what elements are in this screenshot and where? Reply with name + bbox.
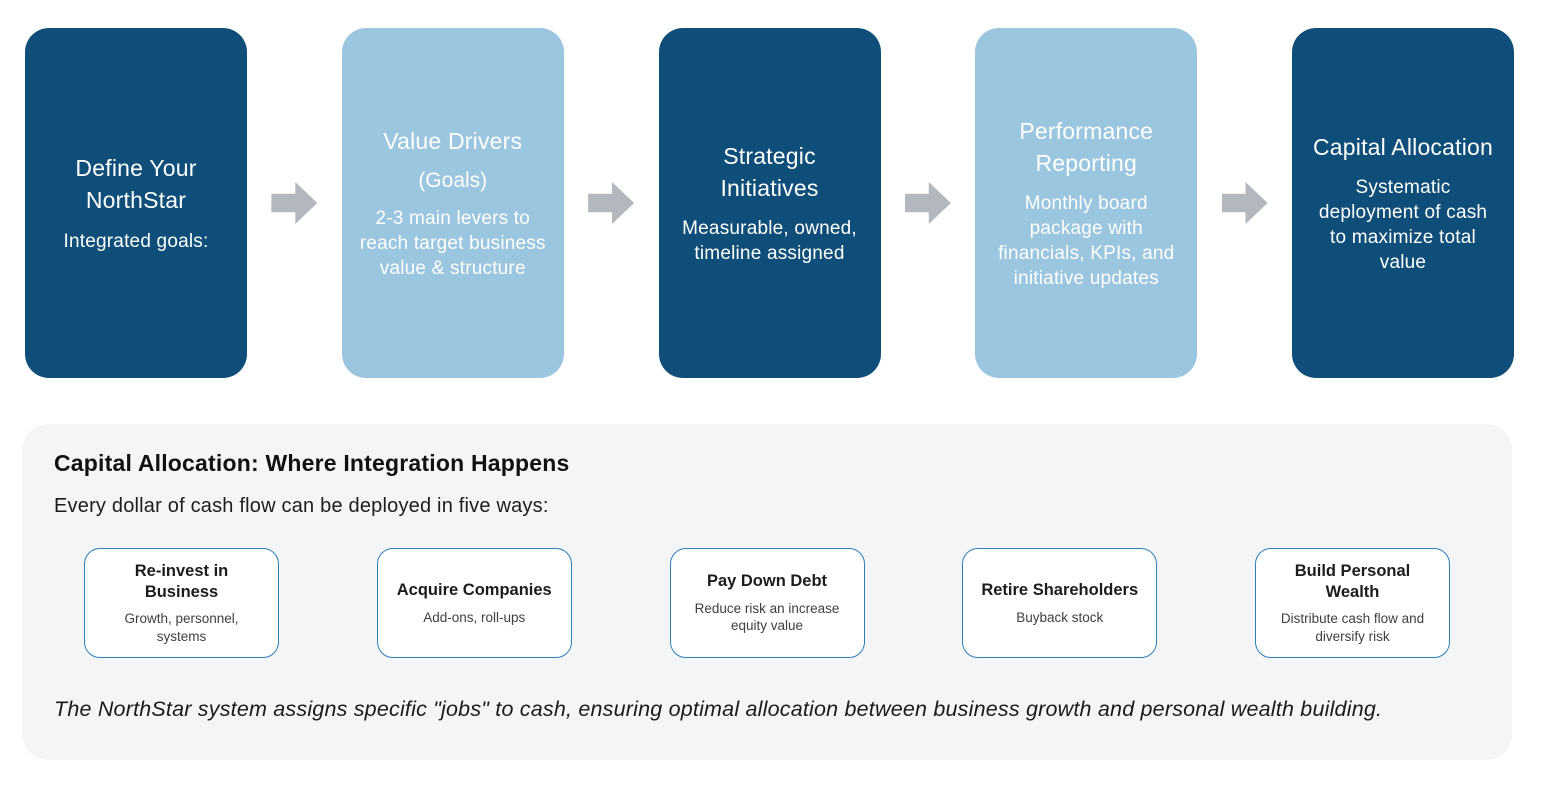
arrow-right-icon — [1221, 182, 1268, 224]
arrow-cell — [564, 182, 659, 224]
flow-step-title: Performance Reporting — [1019, 117, 1154, 176]
arrow-cell — [247, 182, 342, 224]
flow-step-subtitle: (Goals) — [418, 168, 488, 192]
northstar-flow: Define Your NorthStar Integrated goals: … — [0, 0, 1550, 378]
capital-allocation-panel: Capital Allocation: Where Integration Ha… — [22, 424, 1512, 760]
flow-step-value-drivers: Value Drivers (Goals) 2-3 main levers to… — [341, 28, 564, 378]
flow-step-body: Integrated goals: — [63, 230, 209, 252]
card-reinvest-in-business: Re-invest in Business Growth, personnel,… — [84, 548, 279, 659]
card-title: Acquire Companies — [396, 581, 552, 600]
flow-step-define-your-northstar: Define Your NorthStar Integrated goals: — [25, 28, 247, 378]
card-title: Retire Shareholders — [981, 581, 1139, 600]
card-pay-down-debt: Pay Down Debt Reduce risk an increase eq… — [669, 548, 865, 659]
card-body: Growth, personnel, systems — [124, 611, 239, 644]
panel-subtitle: Every dollar of cash flow can be deploye… — [54, 495, 549, 517]
card-title: Build Personal Wealth — [1294, 562, 1411, 601]
flow-step-title: Strategic Initiatives — [720, 142, 819, 201]
flow-step-body: Systematic deployment of cash to maximiz… — [1318, 176, 1488, 274]
card-body: Distribute cash flow and diversify risk — [1280, 611, 1425, 644]
panel-title: Capital Allocation: Where Integration Ha… — [54, 450, 570, 476]
card-body: Reduce risk an increase equity value — [694, 600, 840, 634]
flow-step-strategic-initiatives: Strategic Initiatives Measurable, owned,… — [658, 28, 881, 378]
allocation-cards-row: Re-invest in Business Growth, personnel,… — [54, 548, 1480, 659]
arrow-right-icon — [271, 182, 318, 224]
flow-step-body: 2-3 main levers to reach target business… — [359, 208, 546, 280]
flow-step-capital-allocation: Capital Allocation Systematic deployment… — [1292, 28, 1514, 378]
flow-step-body: Monthly board package with financials, K… — [998, 193, 1175, 290]
card-retire-shareholders: Retire Shareholders Buyback stock — [962, 548, 1158, 659]
arrow-cell — [881, 182, 976, 224]
flow-step-performance-reporting: Performance Reporting Monthly board pack… — [975, 28, 1198, 378]
flow-step-title: Value Drivers — [383, 127, 523, 154]
flow-step-body: Measurable, owned, timeline assigned — [682, 218, 857, 265]
card-title: Pay Down Debt — [706, 572, 828, 591]
flow-step-title: Define Your NorthStar — [75, 155, 197, 214]
arrow-cell — [1197, 182, 1292, 224]
arrow-right-icon — [904, 182, 951, 224]
card-body: Add-ons, roll-ups — [423, 609, 526, 625]
card-title: Re-invest in Business — [134, 562, 229, 601]
card-acquire-companies: Acquire Companies Add-ons, roll-ups — [376, 548, 572, 659]
card-build-personal-wealth: Build Personal Wealth Distribute cash fl… — [1255, 548, 1450, 659]
card-body: Buyback stock — [1016, 609, 1104, 625]
panel-footnote: The NorthStar system assigns specific "j… — [54, 697, 1383, 722]
flow-step-title: Capital Allocation — [1312, 133, 1494, 160]
arrow-right-icon — [588, 182, 635, 224]
